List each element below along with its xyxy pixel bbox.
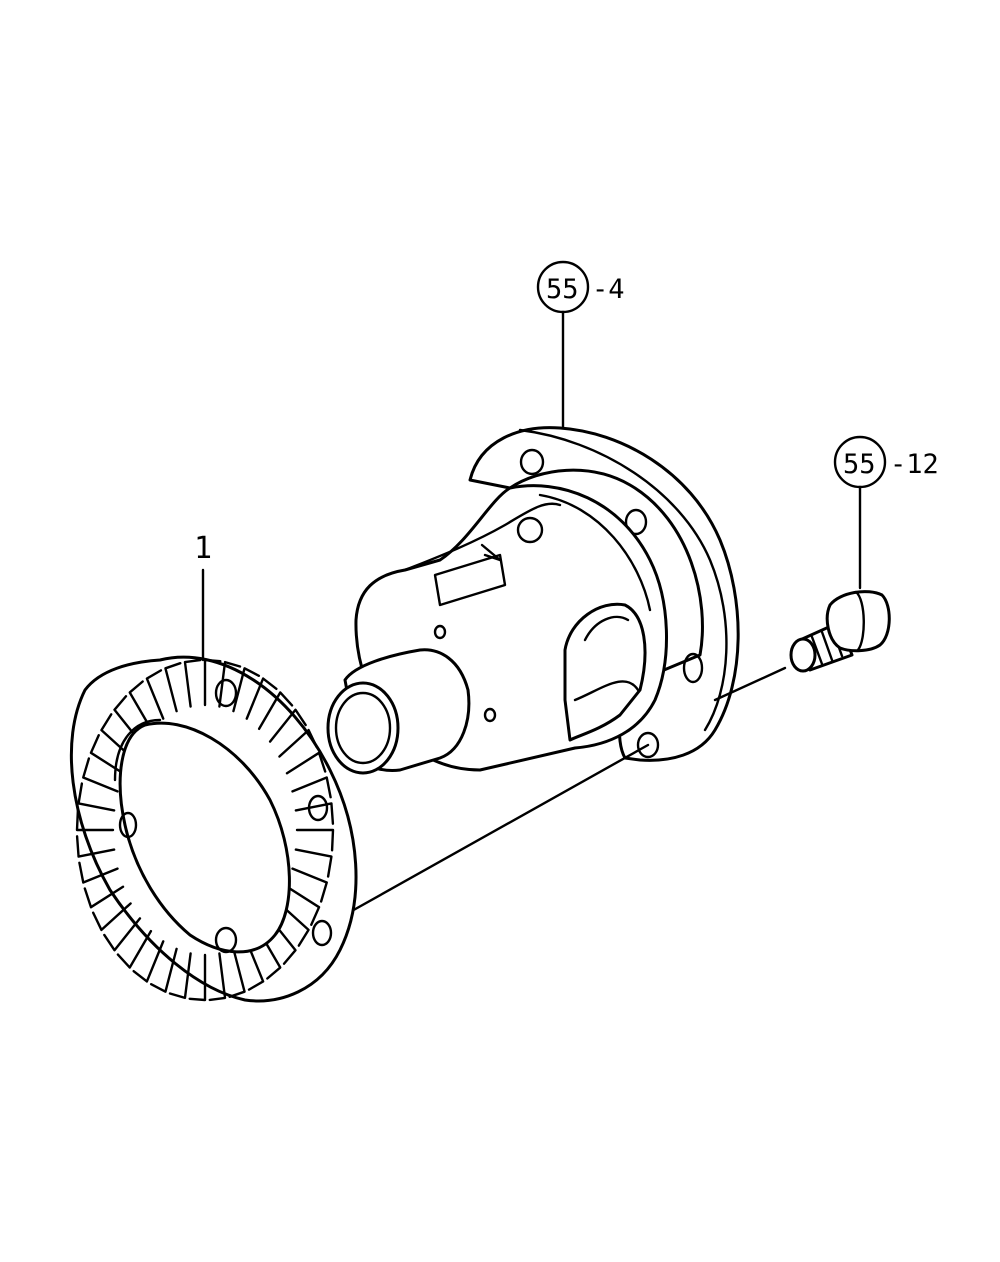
gear-tooth xyxy=(228,947,246,999)
bolt[interactable] xyxy=(789,590,891,673)
gear-tooth xyxy=(257,691,294,731)
flange-hole xyxy=(682,652,704,684)
gear-tooth xyxy=(164,661,182,713)
callout-label: -12 xyxy=(890,449,939,480)
ring-gear[interactable] xyxy=(69,655,358,1003)
gear-tooth xyxy=(132,940,165,983)
body-hole xyxy=(483,707,497,723)
callout-differential-case[interactable]: 55 -4 xyxy=(536,260,625,430)
body-hole xyxy=(516,516,544,544)
gear-teeth xyxy=(75,658,335,1002)
gear-tooth xyxy=(145,669,165,720)
gear-tooth xyxy=(294,848,333,878)
gear-tooth xyxy=(116,929,153,969)
gear-tooth xyxy=(188,953,207,1002)
case-flange xyxy=(468,426,740,762)
gear-tooth xyxy=(285,885,321,926)
callout-ref: 55 xyxy=(546,274,579,305)
differential-case[interactable] xyxy=(326,426,740,775)
gear-tooth xyxy=(268,708,307,743)
gear-tooth xyxy=(295,828,335,852)
flange-hole xyxy=(624,508,648,536)
flange-hole xyxy=(519,448,545,476)
gear-tooth xyxy=(291,867,328,903)
callout-label: -4 xyxy=(592,274,625,305)
gear-tooth xyxy=(83,885,125,909)
gear-tooth xyxy=(103,917,142,952)
gear-tooth xyxy=(245,677,278,720)
callout-ring-gear[interactable]: 1 xyxy=(194,531,212,662)
gear-tooth xyxy=(168,952,192,1000)
gear-tooth xyxy=(285,751,327,775)
hub-end xyxy=(326,681,400,775)
gear-tooth xyxy=(203,658,222,707)
callout-bolt[interactable]: 55 -12 xyxy=(833,435,939,590)
gear-tooth xyxy=(128,680,153,731)
gear-hole xyxy=(307,794,329,822)
gear-tooth xyxy=(232,667,261,713)
gear-hole xyxy=(214,926,238,954)
gear-tooth xyxy=(294,802,335,825)
guide-line xyxy=(713,666,787,702)
gear-tooth xyxy=(78,861,119,884)
gear-hole xyxy=(118,811,138,839)
gear-tooth xyxy=(208,952,227,1002)
gear-bore xyxy=(118,721,291,954)
flange-hole xyxy=(636,731,660,759)
gear-tooth xyxy=(82,757,119,793)
bolt-head xyxy=(825,590,891,653)
gear-hole xyxy=(311,919,333,947)
gear-tooth xyxy=(218,660,242,708)
gear-tooth xyxy=(291,776,332,799)
gear-tooth xyxy=(245,940,265,991)
callout-ref: 55 xyxy=(843,449,876,480)
callout-label: 1 xyxy=(194,531,212,566)
gear-tooth xyxy=(278,728,319,758)
gear-tooth xyxy=(149,947,178,993)
guide-line xyxy=(348,743,650,914)
gear-tooth xyxy=(75,808,115,832)
gear-tooth xyxy=(91,902,132,932)
gear-tooth xyxy=(89,734,125,775)
gear-tooth xyxy=(77,782,116,812)
gear-tooth xyxy=(278,902,310,947)
gear-tooth xyxy=(75,835,116,858)
body-hole xyxy=(433,624,447,640)
gear-tooth xyxy=(183,658,202,708)
gear-hole xyxy=(214,678,238,708)
